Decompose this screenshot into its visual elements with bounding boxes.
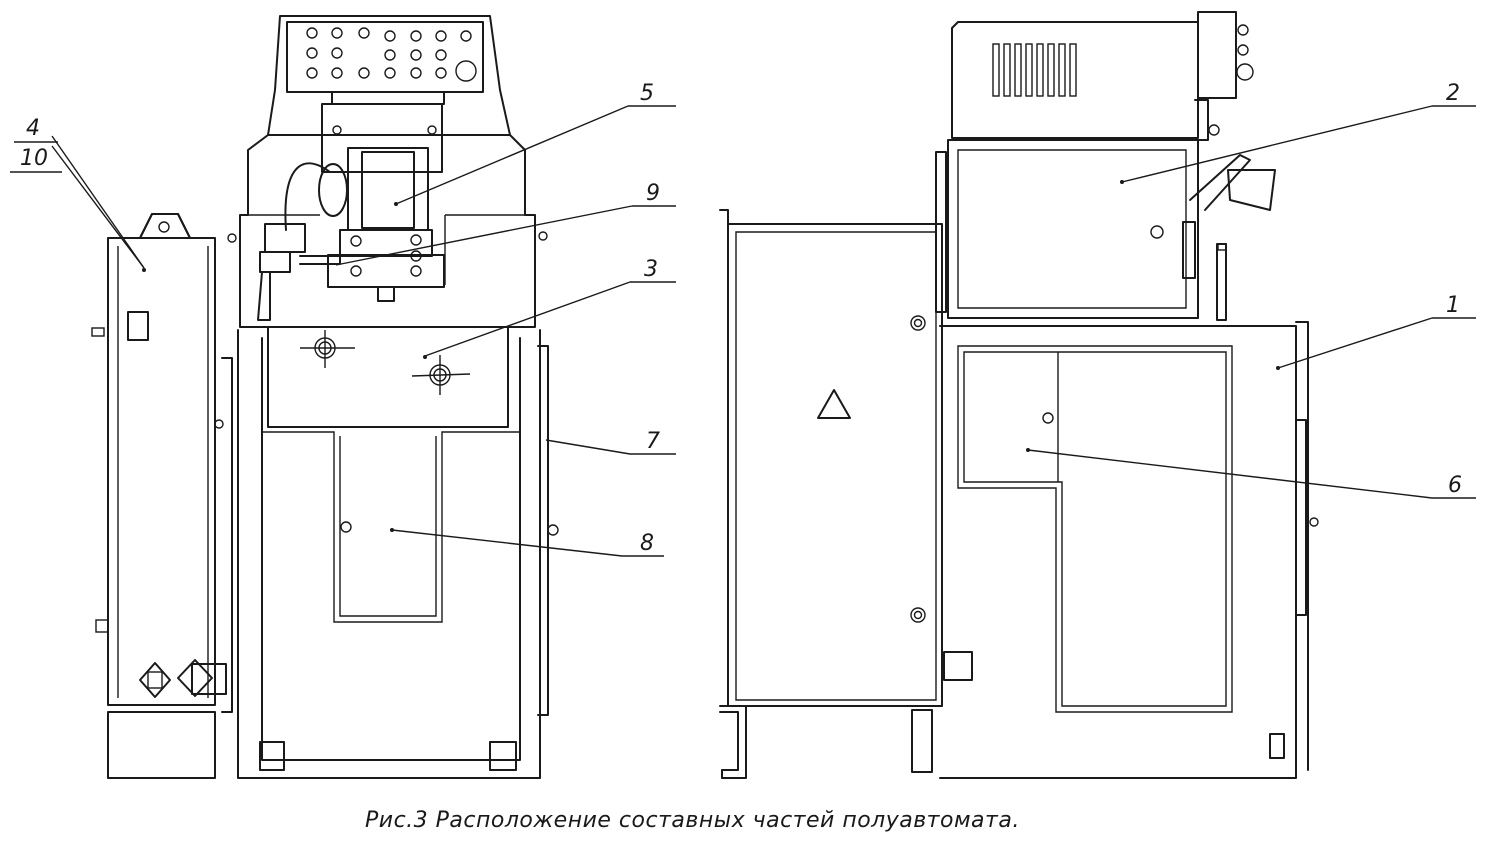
callout-7: 7 [646,429,660,454]
main-body [237,329,541,779]
callouts: 4 10 5 9 3 7 8 2 1 [10,81,1476,557]
front-view [91,15,559,779]
callout-3: 3 [644,257,658,282]
side-cabinet [91,213,233,779]
cover-2 [947,139,1199,319]
door [719,209,943,707]
plate-3 [267,326,509,428]
top-box [951,21,1199,139]
callout-9: 9 [646,181,660,206]
callout-10: 10 [20,146,48,171]
callout-6: 6 [1448,473,1462,498]
control-panel [267,15,511,136]
warning-triangle-icon [817,389,851,419]
figure-caption: Рис.3 Расположение составных частей полу… [365,808,1020,833]
cabinet-1 [939,325,1297,779]
callout-4: 4 [26,116,40,141]
callout-1: 1 [1446,293,1460,318]
callout-5: 5 [640,81,654,106]
torch-hose [284,162,331,231]
welding-head [321,103,445,302]
callout-2: 2 [1446,81,1460,106]
side-view [719,11,1319,779]
callout-8: 8 [640,531,654,556]
